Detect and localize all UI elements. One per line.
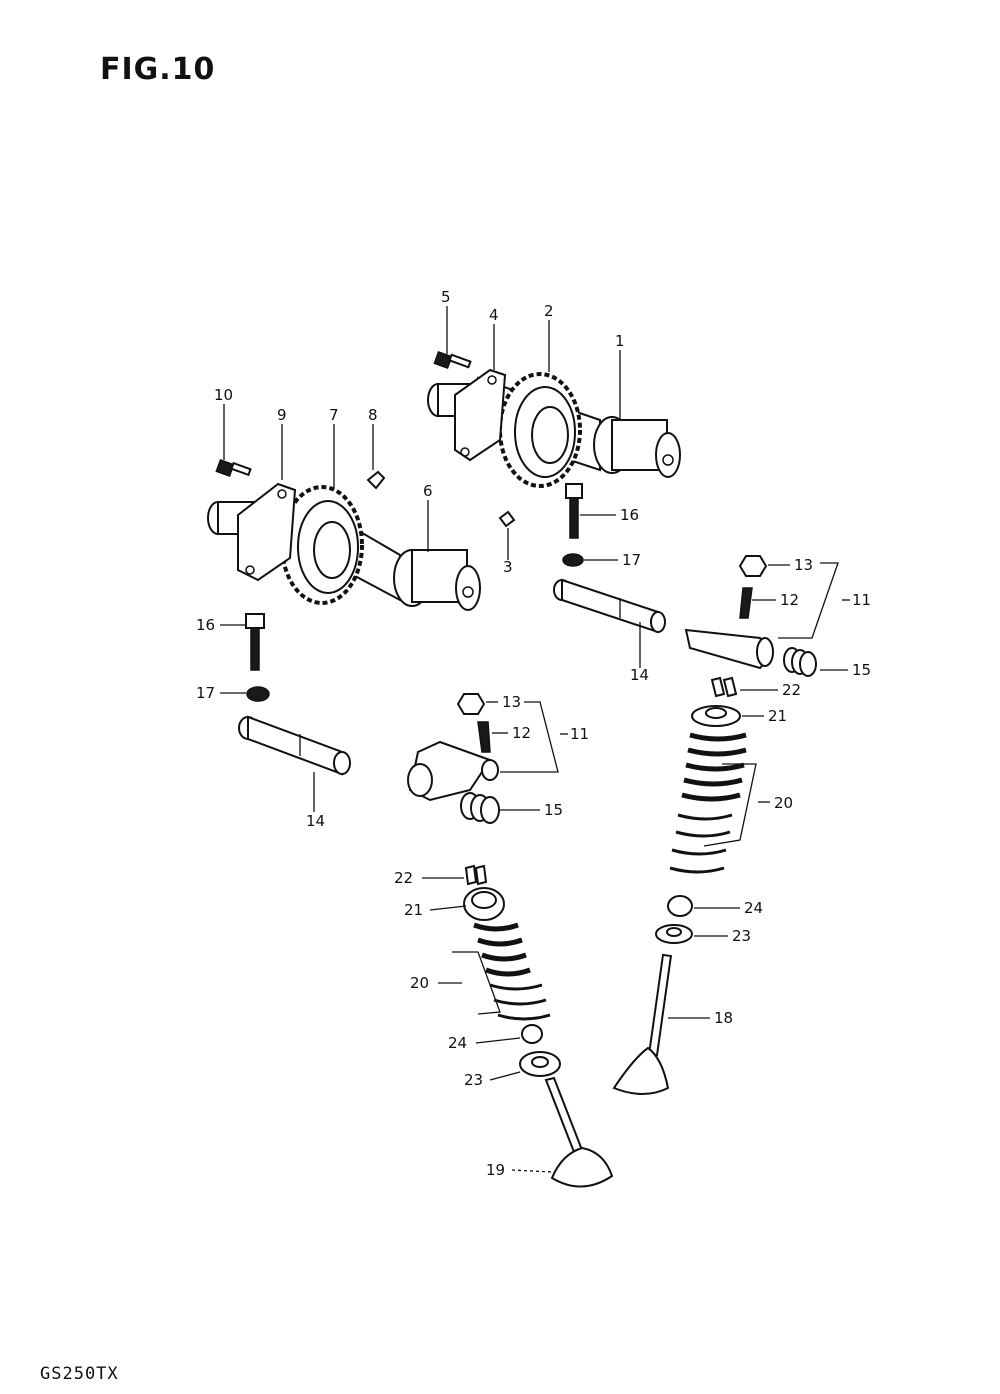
callout-5: 5 <box>441 288 451 306</box>
pin-8 <box>366 470 386 490</box>
valve-18 <box>612 953 673 1095</box>
spring-15-right <box>783 647 817 677</box>
callout-14-right: 14 <box>630 666 649 684</box>
callout-22-left: 22 <box>394 869 413 887</box>
callout-21-left: 21 <box>404 901 423 919</box>
callout-22-right: 22 <box>782 681 801 699</box>
callout-labels: 5 4 2 1 10 9 7 8 6 3 16 17 14 13 12 11 1… <box>196 288 871 1179</box>
callout-1: 1 <box>615 332 625 350</box>
shaft-bolt-16-left <box>245 613 265 671</box>
callout-9: 9 <box>277 406 287 424</box>
cam-sprocket-lower <box>280 485 364 605</box>
rocker-arm-11-right <box>684 628 774 670</box>
callout-3: 3 <box>503 558 513 576</box>
callout-4: 4 <box>489 306 499 324</box>
callout-12-right: 12 <box>780 591 799 609</box>
callout-7: 7 <box>329 406 339 424</box>
callout-19: 19 <box>486 1161 505 1179</box>
washer-17-left <box>246 686 270 702</box>
callout-15-right: 15 <box>852 661 871 679</box>
adjust-screw-12-left <box>477 721 491 753</box>
spring-seat-23-right <box>655 924 693 944</box>
callout-6: 6 <box>423 482 433 500</box>
rocker-shaft-14-left <box>238 715 351 776</box>
oil-seal-24-right <box>667 895 693 917</box>
oil-seal-24-left <box>521 1024 543 1044</box>
callout-14-left: 14 <box>306 812 325 830</box>
adjust-screw-12-right <box>739 587 753 619</box>
callout-11-left: 11 <box>570 725 589 743</box>
callout-20-left: 20 <box>410 974 429 992</box>
spring-seat-23-left <box>519 1051 561 1077</box>
callout-16-right: 16 <box>620 506 639 524</box>
callout-11-right: 11 <box>852 591 871 609</box>
spring-15-left <box>460 792 500 824</box>
callout-12-left: 12 <box>512 724 531 742</box>
model-code: GS250TX <box>40 1364 119 1384</box>
cotter-22-right <box>710 676 738 698</box>
callout-23-left: 23 <box>464 1071 483 1089</box>
callout-2: 2 <box>544 302 554 320</box>
retainer-21-right <box>691 705 741 727</box>
adjust-nut-13-right <box>738 555 768 577</box>
retainer-21-left <box>463 887 505 921</box>
callout-23-right: 23 <box>732 927 751 945</box>
callout-16-left: 16 <box>196 616 215 634</box>
callout-13-right: 13 <box>794 556 813 574</box>
callout-15-left: 15 <box>544 801 563 819</box>
valve-springs-20-left <box>473 922 551 1021</box>
sprocket-plate-upper <box>454 368 507 462</box>
valve-springs-20-right <box>669 732 747 874</box>
washer-17-right <box>562 553 584 567</box>
sprocket-plate-lower <box>237 482 297 582</box>
bolt-10 <box>215 459 252 477</box>
rocker-arm-11-left <box>407 740 499 802</box>
callout-8: 8 <box>368 406 378 424</box>
callout-10: 10 <box>214 386 233 404</box>
callout-24-left: 24 <box>448 1034 467 1052</box>
callout-17-left: 17 <box>196 684 215 702</box>
callout-20-right: 20 <box>774 794 793 812</box>
pin-3 <box>498 510 516 528</box>
cam-sprocket-upper <box>498 372 582 488</box>
callout-13-left: 13 <box>502 693 521 711</box>
leader-lines <box>220 306 850 1173</box>
rocker-shaft-14-right <box>553 578 666 634</box>
bolt-5 <box>433 351 472 369</box>
figure-title: FIG.10 <box>100 52 216 87</box>
callout-18: 18 <box>714 1009 733 1027</box>
valve-19 <box>544 1076 614 1188</box>
cotter-22-left <box>464 864 488 886</box>
adjust-nut-13-left <box>456 693 486 715</box>
shaft-bolt-16-right <box>565 483 583 539</box>
callout-21-right: 21 <box>768 707 787 725</box>
callout-24-right: 24 <box>744 899 763 917</box>
callout-17-right: 17 <box>622 551 641 569</box>
